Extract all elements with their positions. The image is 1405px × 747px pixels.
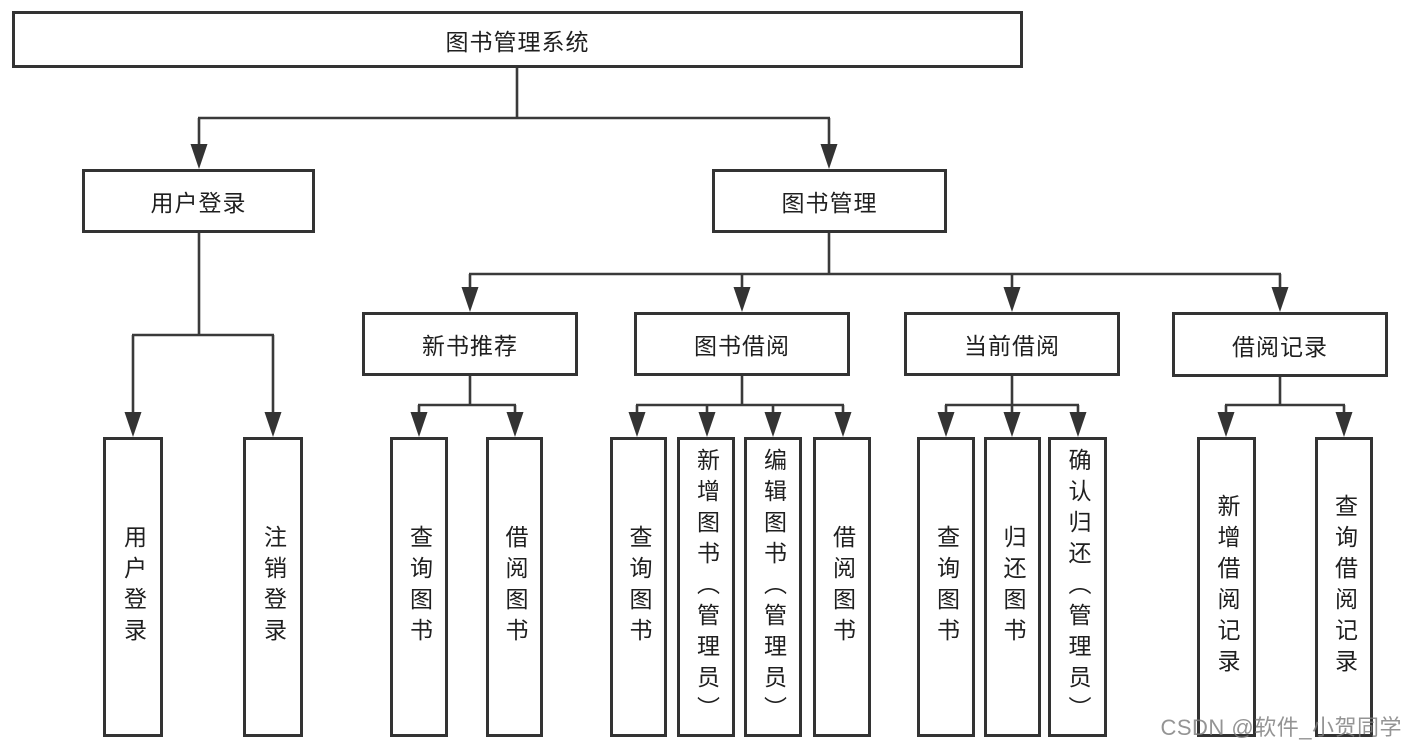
- connector-book-borrow-to-leaves: [628, 376, 852, 437]
- arrowhead: [1003, 412, 1021, 437]
- node-label: 确认归还（管理员）: [1065, 447, 1091, 727]
- arrowhead: [834, 412, 852, 437]
- node-label: 当前借阅: [964, 333, 1060, 359]
- node-label: 归还图书: [1000, 525, 1026, 649]
- connector-root-to-level2: [190, 68, 838, 169]
- connector-book-management-to-level3: [461, 233, 1289, 312]
- leaf-query-books-current: 查询图书: [917, 437, 975, 737]
- arrowhead: [124, 412, 142, 437]
- node-label: 借阅记录: [1232, 333, 1328, 360]
- leaf-borrow-books: 借阅图书: [813, 437, 871, 737]
- arrowhead: [1335, 412, 1353, 437]
- node-borrow-records: 借阅记录: [1172, 312, 1388, 377]
- node-label: 借阅图书: [502, 525, 528, 649]
- node-label: 查询图书: [626, 525, 652, 649]
- node-label: 查询图书: [933, 525, 960, 649]
- node-new-book-recommend: 新书推荐: [362, 312, 578, 376]
- node-label: 注销登录: [260, 525, 287, 649]
- arrowhead: [190, 144, 208, 169]
- leaf-borrow-books-recommend: 借阅图书: [486, 437, 543, 737]
- node-label: 借阅图书: [829, 525, 856, 649]
- node-label: 新增图书（管理员）: [693, 447, 720, 727]
- node-book-management: 图书管理: [712, 169, 947, 233]
- arrowhead: [506, 412, 524, 437]
- node-label: 查询借阅记录: [1331, 494, 1358, 680]
- node-label: 用户登录: [150, 190, 247, 216]
- node-label: 编辑图书（管理员）: [760, 447, 787, 727]
- node-label: 图书管理系统: [445, 28, 590, 55]
- csdn-watermark: CSDN @软件_小贺同学: [1160, 715, 1402, 740]
- arrowhead: [937, 412, 955, 437]
- connector-new-book-rec-to-leaves: [410, 376, 524, 437]
- leaf-query-borrow-record: 查询借阅记录: [1315, 437, 1373, 737]
- arrowhead: [698, 412, 716, 437]
- node-label: 新书推荐: [422, 333, 518, 359]
- leaf-logout: 注销登录: [243, 437, 303, 737]
- arrowhead: [733, 287, 751, 312]
- leaf-add-borrow-record: 新增借阅记录: [1197, 437, 1256, 737]
- node-label: 图书管理: [781, 190, 878, 216]
- arrowhead: [764, 412, 782, 437]
- node-current-borrow: 当前借阅: [904, 312, 1120, 376]
- leaf-add-books-admin: 新增图书（管理员）: [677, 437, 735, 737]
- node-book-borrow: 图书借阅: [634, 312, 850, 376]
- leaf-confirm-return-admin: 确认归还（管理员）: [1048, 437, 1107, 737]
- node-label: 图书借阅: [694, 333, 790, 359]
- connector-borrow-records-to-leaves: [1217, 377, 1353, 437]
- arrowhead: [461, 287, 479, 312]
- arrowhead: [628, 412, 646, 437]
- leaf-query-books-borrow: 查询图书: [610, 437, 667, 737]
- connector-current-borrow-to-leaves: [937, 376, 1087, 437]
- arrowhead: [820, 144, 838, 169]
- arrowhead: [1217, 412, 1235, 437]
- arrowhead: [1069, 412, 1087, 437]
- node-label: 查询图书: [406, 525, 433, 649]
- leaf-user-login: 用户登录: [103, 437, 163, 737]
- node-label: 新增借阅记录: [1214, 494, 1240, 680]
- node-user-login: 用户登录: [82, 169, 315, 233]
- arrowhead: [410, 412, 428, 437]
- arrowhead: [1003, 287, 1021, 312]
- node-library-management-system: 图书管理系统: [12, 11, 1023, 68]
- leaf-query-books-recommend: 查询图书: [390, 437, 448, 737]
- node-label: 用户登录: [120, 525, 147, 649]
- arrowhead: [264, 412, 282, 437]
- connector-user-login-to-leaves: [124, 233, 282, 437]
- leaf-return-books: 归还图书: [984, 437, 1041, 737]
- leaf-edit-books-admin: 编辑图书（管理员）: [744, 437, 802, 737]
- arrowhead: [1271, 287, 1289, 312]
